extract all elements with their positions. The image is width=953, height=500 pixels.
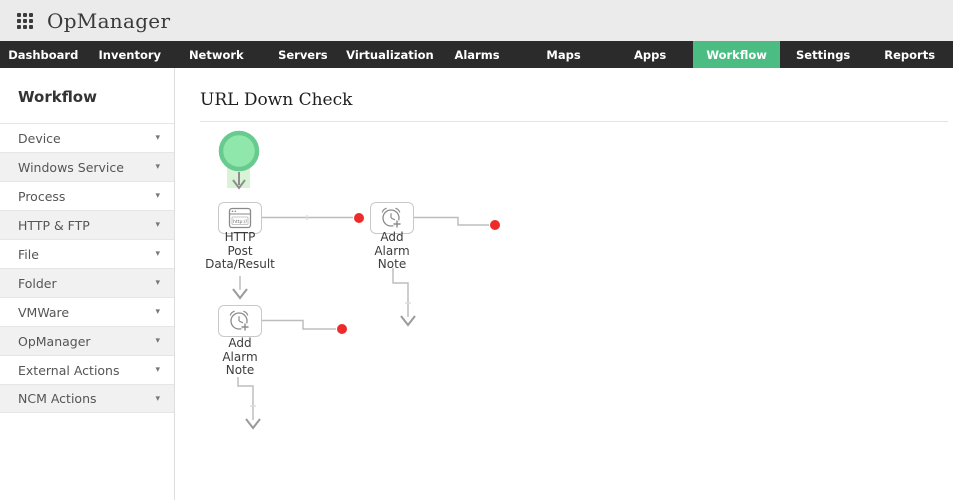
connector-endpoint-red-3[interactable]	[337, 324, 347, 334]
add-alarm-note-2-label: Add Alarm Note	[222, 336, 258, 377]
tab-settings[interactable]: Settings	[795, 47, 851, 62]
top-bar: OpManager	[0, 0, 953, 41]
alarm-clock-plus-icon	[229, 310, 249, 331]
sidebar-item-label: Device	[18, 130, 61, 146]
connector-alarm1-down	[392, 268, 416, 327]
start-node[interactable]	[218, 130, 260, 172]
chevron-down-icon: ▾	[155, 365, 160, 375]
sidebar-item-label: OpManager	[18, 333, 91, 349]
tab-inventory[interactable]: Inventory	[98, 47, 162, 62]
sidebar-item-label: File	[18, 246, 39, 262]
sidebar-item-opmanager[interactable]: OpManager ▾	[0, 326, 174, 355]
connector-alarm2-right	[262, 319, 336, 330]
tab-dashboard[interactable]: Dashboard	[8, 47, 79, 62]
connector-endpoint-red-1[interactable]	[354, 213, 364, 223]
app-title: OpManager	[47, 8, 171, 33]
add-alarm-note-node-1[interactable]	[370, 202, 414, 234]
page-title: URL Down Check	[200, 90, 353, 110]
sidebar-item-file[interactable]: File ▾	[0, 239, 174, 268]
tab-reports[interactable]: Reports	[884, 47, 936, 62]
connector-endpoint-red-2[interactable]	[490, 220, 500, 230]
sidebar-item-label: External Actions	[18, 362, 120, 378]
sidebar-item-ncm-actions[interactable]: NCM Actions ▾	[0, 384, 174, 413]
title-divider	[200, 121, 948, 122]
sidebar-item-windows-service[interactable]: Windows Service ▾	[0, 152, 174, 181]
sidebar-item-label: VMWare	[18, 304, 70, 320]
connector-http-right	[262, 215, 353, 220]
alarm-clock-plus-icon	[381, 207, 401, 228]
sidebar-item-external-actions[interactable]: External Actions ▾	[0, 355, 174, 384]
chevron-down-icon: ▾	[155, 162, 160, 172]
chevron-down-icon: ▾	[155, 336, 160, 346]
connector-alarm2-down	[237, 377, 261, 430]
sidebar-item-label: NCM Actions	[18, 391, 97, 406]
chevron-down-icon: ▾	[155, 393, 160, 404]
sidebar-item-vmware[interactable]: VMWare ▾	[0, 297, 174, 326]
sidebar-item-process[interactable]: Process ▾	[0, 181, 174, 210]
main-nav: Dashboard Inventory Network Servers Virt…	[0, 41, 953, 68]
http-post-node[interactable]: http://	[218, 202, 262, 234]
chevron-down-icon: ▾	[155, 278, 160, 288]
tab-workflow[interactable]: Workflow	[693, 41, 780, 68]
sidebar-item-label: Process	[18, 188, 66, 204]
chevron-down-icon: ▾	[155, 307, 160, 317]
tab-maps[interactable]: Maps	[546, 47, 581, 62]
tab-virtualization[interactable]: Virtualization	[346, 47, 434, 62]
arrow-http-to-alarm2	[232, 276, 248, 300]
svg-text:http://: http://	[233, 218, 248, 224]
chevron-down-icon: ▾	[155, 191, 160, 201]
tab-network[interactable]: Network	[188, 47, 244, 62]
chevron-down-icon: ▾	[155, 133, 160, 143]
tab-apps[interactable]: Apps	[633, 47, 667, 62]
workflow-editor-main: URL Down Check	[175, 68, 953, 500]
sidebar-item-folder[interactable]: Folder ▾	[0, 268, 174, 297]
tab-servers[interactable]: Servers	[278, 47, 328, 62]
sidebar-title: Workflow	[18, 88, 97, 106]
sidebar-item-label: Windows Service	[18, 159, 124, 175]
add-alarm-note-node-2[interactable]	[218, 305, 262, 337]
http-browser-icon: http://	[228, 207, 252, 228]
sidebar-item-device[interactable]: Device ▾	[0, 123, 174, 152]
chevron-down-icon: ▾	[155, 249, 160, 259]
sidebar-item-http-ftp[interactable]: HTTP & FTP ▾	[0, 210, 174, 239]
arrow-start-to-http	[232, 172, 246, 190]
http-post-node-label: HTTP Post Data/Result	[205, 230, 275, 271]
chevron-down-icon: ▾	[155, 220, 160, 230]
add-alarm-note-1-label: Add Alarm Note	[374, 230, 410, 271]
sidebar-item-label: Folder	[18, 275, 57, 291]
workflow-sidebar: Workflow Device ▾ Windows Service ▾ Proc…	[0, 68, 175, 500]
sidebar-item-label: HTTP & FTP	[18, 217, 90, 233]
workflow-canvas	[218, 130, 500, 430]
tab-alarms[interactable]: Alarms	[454, 47, 500, 62]
connector-alarm1-right	[414, 216, 489, 226]
app-grid-icon[interactable]	[17, 12, 33, 29]
